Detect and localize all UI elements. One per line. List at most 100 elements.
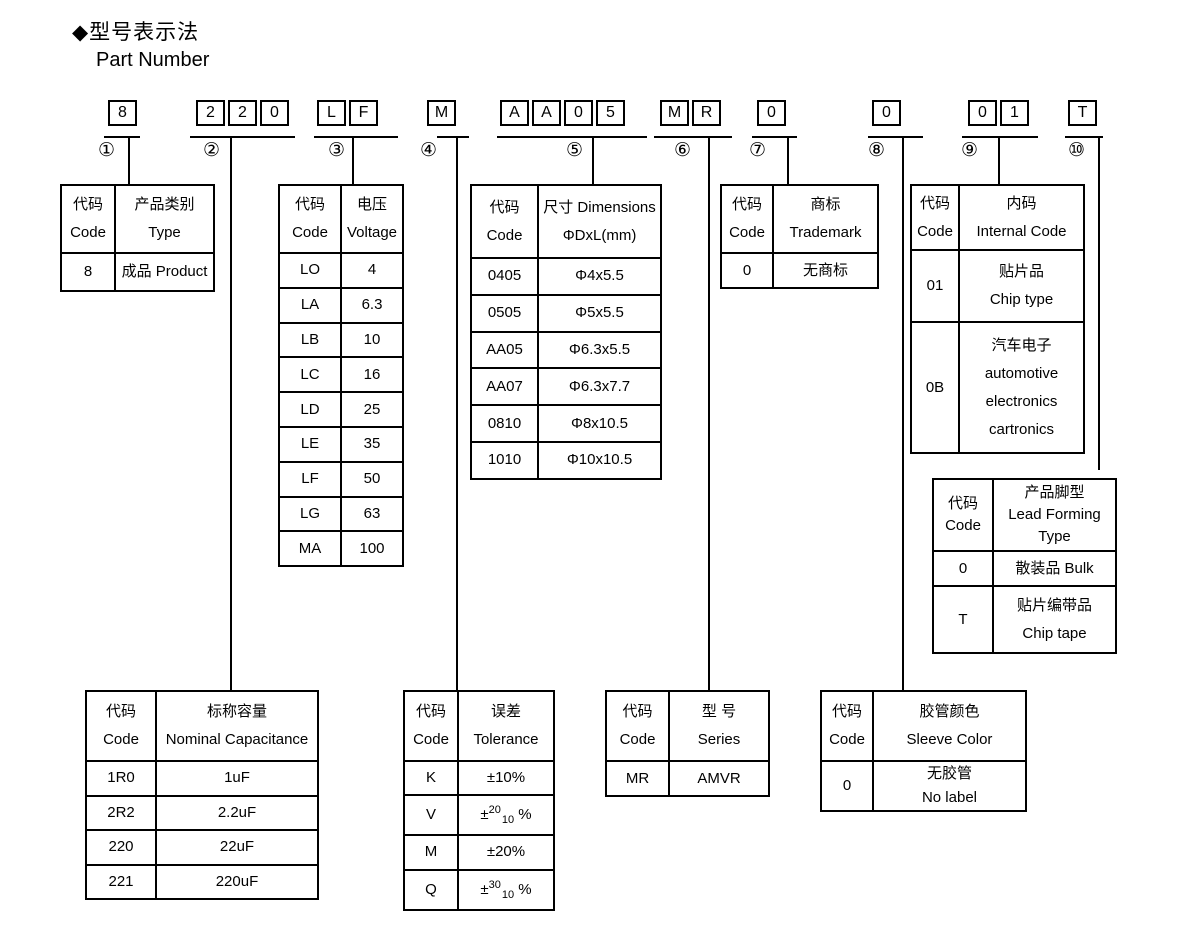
cell-text: 型 号 <box>701 703 737 720</box>
cell-text: AA05 <box>486 340 523 358</box>
cell-text: 0 <box>842 777 852 794</box>
cell-desc: Φ8x10.5 <box>537 404 662 443</box>
cell-text: Internal Code <box>976 222 1067 240</box>
connector-line <box>998 136 1000 184</box>
table-row: AA07 Φ6.3x7.7 <box>470 367 662 407</box>
cell-text: V <box>425 806 436 824</box>
cell-text: 4 <box>367 261 377 279</box>
group-underline <box>654 136 732 138</box>
cell-desc: 2.2uF <box>155 794 319 831</box>
cell-desc: 220uF <box>155 863 319 900</box>
cell-text: 0505 <box>487 304 522 322</box>
cell-code: 221 <box>85 863 157 900</box>
connector-line <box>230 136 232 690</box>
cell-text: 63 <box>363 504 381 522</box>
cell-desc: 16 <box>340 356 404 394</box>
table-row: LB 10 <box>278 321 404 359</box>
part-code-char-box: 0 <box>968 100 997 126</box>
part-code-char-box: 2 <box>196 100 225 126</box>
cell-text: 代码 <box>105 703 136 720</box>
cell-text: LB <box>300 330 320 348</box>
cell-desc: ±20% <box>457 834 555 871</box>
cell-code: LB <box>278 321 342 359</box>
cell-code: MA <box>278 530 342 568</box>
cell-code: T <box>932 585 994 654</box>
cell-text: Q <box>425 880 437 898</box>
cell-code: LA <box>278 286 342 324</box>
part-code-char-box: F <box>349 100 378 126</box>
cell-text: 0405 <box>487 267 522 285</box>
part-code-char-box: R <box>692 100 721 126</box>
cell-text: 10 <box>363 330 381 348</box>
cell-text: M <box>424 843 438 861</box>
cell-code: 0405 <box>470 257 539 296</box>
cell-text: 代码 <box>831 703 862 720</box>
cell-text: 代码 <box>947 495 978 512</box>
cell-desc: 成品 Product <box>114 252 215 292</box>
cell-desc: 35 <box>340 425 404 463</box>
cell-text: 16 <box>363 365 381 383</box>
cell-text: 误差 <box>490 703 521 720</box>
part-code-char-box: 0 <box>872 100 901 126</box>
group-marker-6: ⑥ <box>674 140 692 161</box>
cell-text: AMVR <box>697 769 741 787</box>
part-code-char-box: M <box>427 100 456 126</box>
cell-desc: ±10% <box>457 759 555 797</box>
cell-text: 代码 <box>919 194 950 212</box>
cell-text: 代码 <box>731 196 762 213</box>
cell-text: 代码 <box>622 703 653 720</box>
cell-code: M <box>403 834 459 871</box>
group-marker-2: ② <box>203 140 221 161</box>
cell-desc: Φ6.3x7.7 <box>537 367 662 407</box>
cell-code: Q <box>403 868 459 911</box>
connector-line <box>902 136 904 690</box>
cell-text: ±20% <box>486 843 526 861</box>
cell-text: 0 <box>742 261 752 279</box>
group-underline <box>1065 136 1103 138</box>
cell-text: 2.2uF <box>217 803 257 821</box>
cell-desc: 22uF <box>155 829 319 866</box>
cell-code: 1010 <box>470 440 539 480</box>
cell-text: MR <box>625 769 650 787</box>
cell-desc: 散装品 Bulk <box>992 550 1117 587</box>
part-code-char-box: 0 <box>260 100 289 126</box>
cell-text: 汽车电子 <box>991 336 1052 354</box>
cell-text: 22uF <box>219 838 255 856</box>
table-row: 2R2 2.2uF <box>85 794 319 831</box>
cell-text: 100 <box>359 539 385 557</box>
cell-text: 25 <box>363 400 381 418</box>
cell-text: Tolerance <box>473 731 539 748</box>
cell-text: Φ10x10.5 <box>566 451 633 469</box>
cell-code: AA07 <box>470 367 539 407</box>
cell-code: 01 <box>910 249 960 323</box>
table-row: Q±3010 % <box>403 868 555 911</box>
cell-text: AA07 <box>486 377 523 395</box>
cell-text: 50 <box>363 470 381 488</box>
group-marker-7: ⑦ <box>749 140 767 161</box>
cell-code: 2R2 <box>85 794 157 831</box>
